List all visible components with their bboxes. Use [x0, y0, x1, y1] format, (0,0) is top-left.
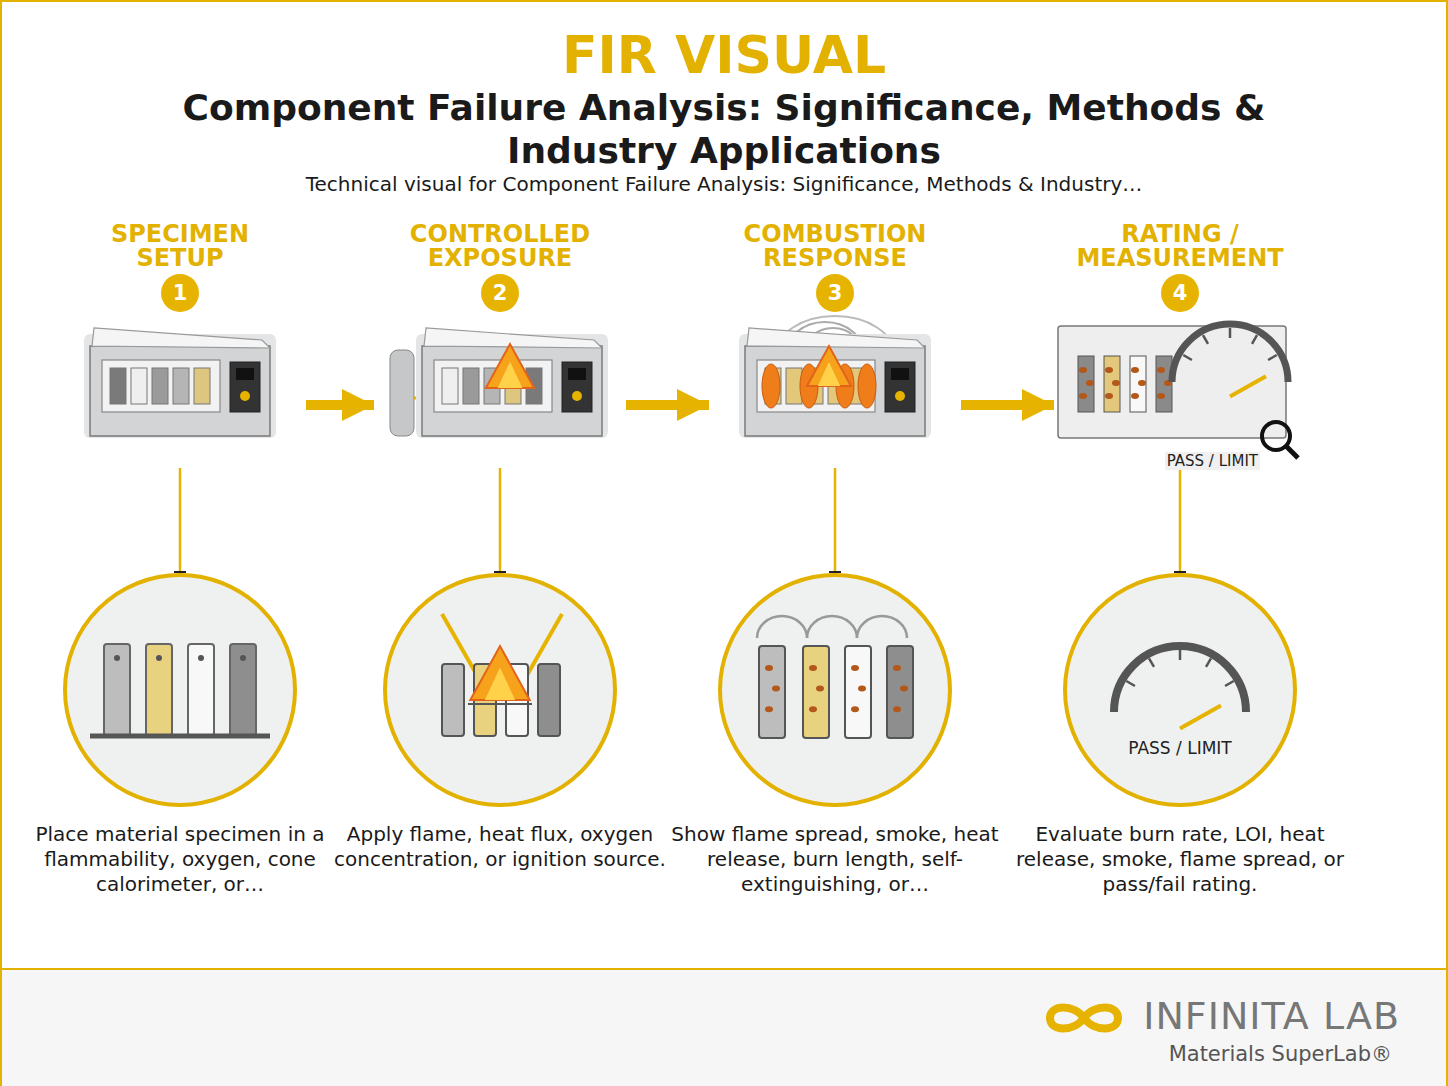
leader-line [179, 468, 182, 572]
logo-tagline: Materials SuperLab® [1110, 1041, 1392, 1067]
leader-line [1179, 468, 1182, 572]
flow-arrow [626, 400, 709, 410]
step-illustration [1058, 316, 1302, 462]
process-step: CONTROLLED EXPOSURE 2 [380, 222, 620, 462]
leader-tick [174, 571, 186, 573]
step-illustration [390, 316, 610, 462]
gauge-label: PASS / LIMIT [1165, 452, 1260, 470]
subtitle: Component Failure Analysis: Significance… [174, 86, 1274, 172]
process-step: RATING / MEASUREMENT4PASS / LIMIT [1060, 222, 1300, 462]
logo-wordmark: INFINITA LAB [1110, 994, 1400, 1038]
detail-circle: Place material specimen in a flammabilit… [62, 572, 298, 808]
step-description: Apply flame, heat flux, oxygen concentra… [332, 822, 668, 872]
process-step: SPECIMEN SETUP 1 [60, 222, 300, 462]
step-description: Place material specimen in a flammabilit… [12, 822, 348, 897]
gauge-label: PASS / LIMIT [1062, 738, 1298, 758]
detail-circle: Apply flame, heat flux, oxygen concentra… [382, 572, 618, 808]
circle-outline [717, 572, 953, 808]
step-illustration [70, 316, 290, 462]
callout-number: 3 [816, 274, 854, 312]
leader-tick [494, 571, 506, 573]
logo-infinity [1050, 1008, 1118, 1029]
leader-line [499, 468, 502, 572]
step-heading: CONTROLLED EXPOSURE [384, 222, 616, 270]
flow-arrow [961, 400, 1054, 410]
callout-number: 1 [161, 274, 199, 312]
circle-outline [62, 572, 298, 808]
leader-tick [1174, 571, 1186, 573]
step-illustration [725, 316, 945, 462]
callout-number: 4 [1161, 274, 1199, 312]
step-heading: COMBUSTION RESPONSE [719, 222, 951, 270]
detail-circle: Show flame spread, smoke, heat release, … [717, 572, 953, 808]
circle-outline [382, 572, 618, 808]
callout-number: 2 [481, 274, 519, 312]
detail-circle: PASS / LIMITEvaluate burn rate, LOI, hea… [1062, 572, 1298, 808]
leader-line [834, 468, 837, 572]
step-description: Show flame spread, smoke, heat release, … [667, 822, 1003, 897]
step-heading: RATING / MEASUREMENT [1064, 222, 1296, 270]
leader-tick [829, 571, 841, 573]
circle-outline [1062, 572, 1298, 808]
flow-arrow [306, 400, 374, 410]
step-description: Evaluate burn rate, LOI, heat release, s… [1012, 822, 1348, 897]
step-heading: SPECIMEN SETUP [64, 222, 296, 270]
title: FIR VISUAL [0, 26, 1448, 84]
process-step: COMBUSTION RESPONSE 3 [715, 222, 955, 462]
caption-line: Technical visual for Component Failure A… [74, 171, 1374, 197]
